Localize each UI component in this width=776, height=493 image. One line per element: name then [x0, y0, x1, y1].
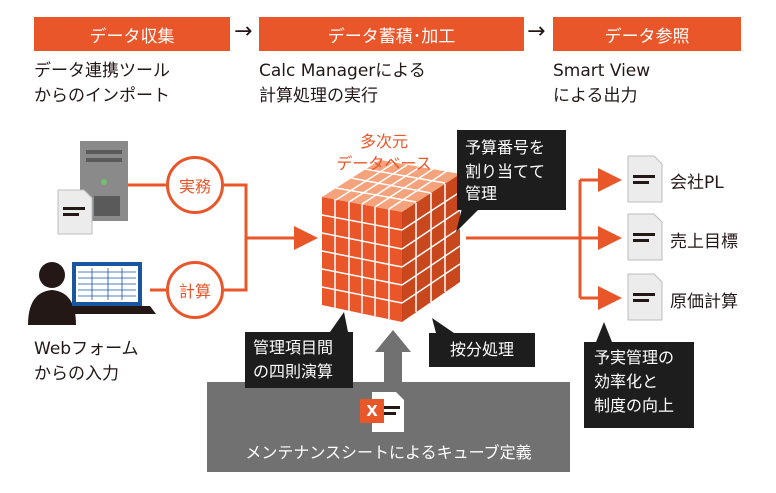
cube-label: 多次元 データベース	[336, 132, 432, 173]
maintenance-label: メンテナンスシートによるキューブ定義	[245, 443, 532, 462]
callout-pointer-effect	[596, 322, 612, 342]
input-flow-lines	[128, 183, 318, 292]
output-cost-calculation: 原価計算	[670, 292, 738, 312]
callout-budget-number: 予算番号を 割り当てて 管理	[457, 130, 566, 210]
excel-document-icon	[360, 392, 404, 432]
flow-arrow-2: →	[527, 19, 546, 44]
output-sales-target: 売上目標	[670, 232, 738, 252]
circle-keisan: 計算	[166, 261, 224, 319]
callout-arithmetic: 管理項目間 の四則演算	[245, 332, 353, 388]
multidimensional-cube	[321, 160, 461, 322]
phase-reference: データ参照	[553, 17, 741, 51]
callout-allocation: 按分処理	[429, 333, 535, 367]
phase-reference-desc: Smart View による出力	[553, 61, 651, 106]
up-arrow-icon	[375, 330, 411, 384]
output-flow-lines	[466, 168, 622, 310]
circle-jitsumu: 実務	[166, 156, 224, 214]
excel-x-letter: X	[366, 402, 378, 420]
person-laptop-icon	[28, 262, 156, 325]
webform-label: Webフォーム からの入力	[34, 339, 139, 384]
phase-storage-desc: Calc Managerによる 計算処理の実行	[259, 61, 426, 106]
output-document-icons	[627, 155, 663, 321]
flow-arrow-1: →	[234, 19, 253, 44]
callout-pointer-arith	[330, 312, 348, 332]
document-icon	[57, 189, 93, 235]
callout-efficiency: 予実管理の 効率化と 制度の向上	[584, 342, 694, 428]
phase-collection-desc: データ連携ツール からのインポート	[34, 61, 170, 106]
output-company-pl: 会社PL	[670, 173, 724, 193]
phase-collection: データ収集	[34, 17, 230, 51]
phase-storage-processing: データ蓄積･加工	[259, 17, 524, 51]
callout-pointer-budget	[456, 208, 480, 232]
callout-pointer-alloc	[432, 318, 454, 333]
